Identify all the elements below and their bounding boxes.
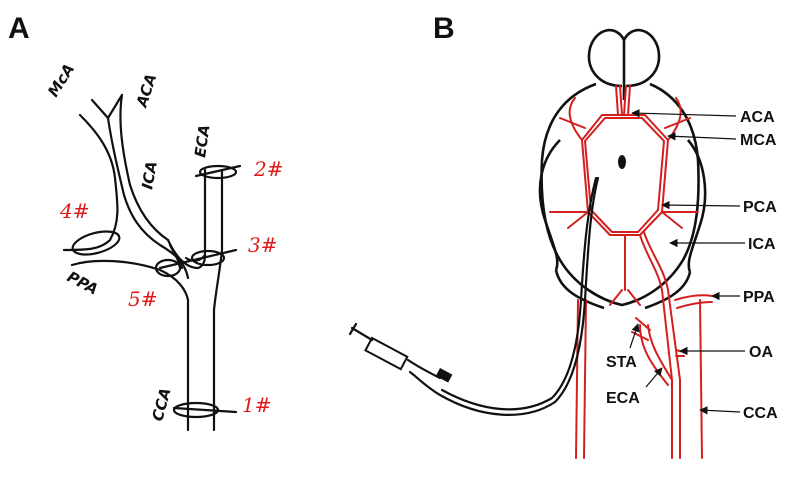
panel-a-vessel-outlines bbox=[62, 93, 224, 432]
panel-b-label: B bbox=[433, 12, 455, 45]
label-ica-a: ICA bbox=[138, 160, 161, 191]
label-ppa-a: PPA bbox=[64, 268, 101, 299]
left-labels: STA ECA bbox=[606, 323, 663, 407]
panel-a-ligatures bbox=[71, 164, 242, 419]
label-eca-b: ECA bbox=[606, 390, 640, 407]
ligature-4 bbox=[71, 230, 121, 256]
panel-a: A bbox=[8, 12, 283, 432]
label-oa-b: OA bbox=[749, 344, 773, 361]
panel-a-label: A bbox=[8, 12, 30, 45]
label-eca-a: ECA bbox=[191, 123, 213, 158]
ligation-point-1: 1# bbox=[242, 393, 271, 417]
ligation-point-2: 2# bbox=[253, 157, 283, 181]
label-mca-b: MCA bbox=[740, 132, 777, 149]
label-ica-b: ICA bbox=[748, 236, 776, 253]
label-aca-b: ACA bbox=[740, 109, 775, 126]
panel-b: B bbox=[348, 12, 778, 459]
ligation-point-3: 3# bbox=[248, 233, 277, 257]
label-ppa-b: PPA bbox=[743, 289, 775, 306]
ligation-point-4: 4# bbox=[59, 199, 89, 223]
catheter-line bbox=[408, 176, 600, 416]
label-mca-a: McA bbox=[44, 61, 78, 101]
ligature-2 bbox=[198, 164, 238, 180]
pituitary-dot bbox=[618, 155, 626, 169]
ligature-3 bbox=[190, 249, 226, 267]
label-sta-b: STA bbox=[606, 354, 637, 371]
label-pca-b: PCA bbox=[743, 199, 777, 216]
ligature-5 bbox=[154, 258, 182, 278]
right-labels: ACA MCA PCA ICA PPA OA CCA bbox=[631, 109, 778, 422]
syringe-icon bbox=[348, 322, 453, 383]
artery-tree bbox=[549, 85, 713, 459]
label-cca-a: CCA bbox=[148, 386, 174, 423]
label-aca-a: ACA bbox=[132, 72, 160, 111]
label-cca-b: CCA bbox=[743, 405, 778, 422]
brain-outline bbox=[538, 28, 707, 310]
ligation-point-5: 5# bbox=[128, 287, 157, 311]
